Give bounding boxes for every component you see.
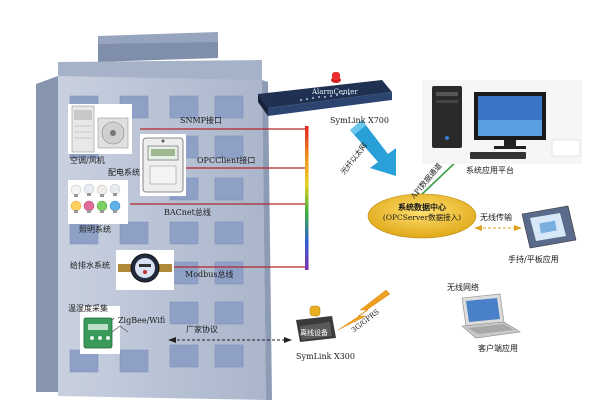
label-handheld: 手持/平板应用 bbox=[508, 255, 559, 264]
handheld-tablet bbox=[521, 205, 577, 249]
wireless-transfer-arrow bbox=[474, 225, 522, 231]
lighting-bulbs bbox=[68, 180, 128, 224]
label-water: 给排水系统 bbox=[70, 261, 110, 270]
label-alarmcenter: AlarmCenter bbox=[312, 88, 358, 96]
building-roof-top bbox=[98, 32, 218, 44]
label-platform: 系统应用平台 bbox=[466, 166, 514, 175]
client-laptop bbox=[461, 293, 521, 339]
power-meter-device bbox=[140, 134, 186, 196]
label-client: 客户端应用 bbox=[478, 344, 518, 353]
data-center-ellipse bbox=[367, 193, 477, 239]
data-center-subtitle: (OPCServer数据接入) bbox=[382, 213, 462, 222]
label-aircon: 空调/风机 bbox=[70, 156, 105, 165]
label-thermo: 温湿度采集 bbox=[68, 304, 108, 313]
gprs-lightning bbox=[337, 289, 391, 331]
building-roof bbox=[98, 38, 218, 62]
label-x700: SymLink X700 bbox=[330, 116, 389, 125]
building-side bbox=[36, 76, 58, 392]
label-wireless-net: 无线网络 bbox=[447, 283, 479, 292]
vendor-protocol-arrow bbox=[168, 337, 292, 343]
label-bacnet: BACnet总线 bbox=[164, 208, 211, 217]
label-lighting: 照明系统 bbox=[79, 225, 111, 234]
symlink-x300-device bbox=[296, 305, 336, 342]
data-center-title: 系统数据中心 bbox=[398, 202, 446, 212]
label-vendor: 厂家协议 bbox=[186, 325, 218, 334]
label-power: 配电系统 bbox=[108, 168, 140, 177]
symlink-x700-device bbox=[258, 72, 392, 116]
label-modbus: Modbus总线 bbox=[185, 270, 234, 279]
label-opcclient: OPCClient接口 bbox=[197, 156, 256, 165]
aircon-device bbox=[68, 104, 132, 154]
bus-lines bbox=[130, 128, 306, 268]
zigbee-link bbox=[111, 317, 129, 333]
platform-computer bbox=[422, 80, 582, 164]
label-zigbee: ZigBee/Wifi bbox=[118, 316, 166, 325]
data-center-text: 系统数据中心 (OPCServer数据接入) bbox=[372, 202, 472, 223]
water-meter-device bbox=[116, 250, 174, 290]
thermo-collector-device bbox=[80, 306, 120, 354]
label-wireless-transfer: 无线传输 bbox=[480, 213, 512, 222]
label-x300-device: 离线设备 bbox=[300, 329, 328, 337]
building-right-edge bbox=[262, 80, 272, 400]
label-snmp: SNMP接口 bbox=[180, 116, 223, 125]
rainbow-bus-bar bbox=[305, 126, 309, 270]
label-x300: SymLink X300 bbox=[296, 352, 355, 361]
fiber-ethernet-arrow bbox=[350, 120, 396, 176]
